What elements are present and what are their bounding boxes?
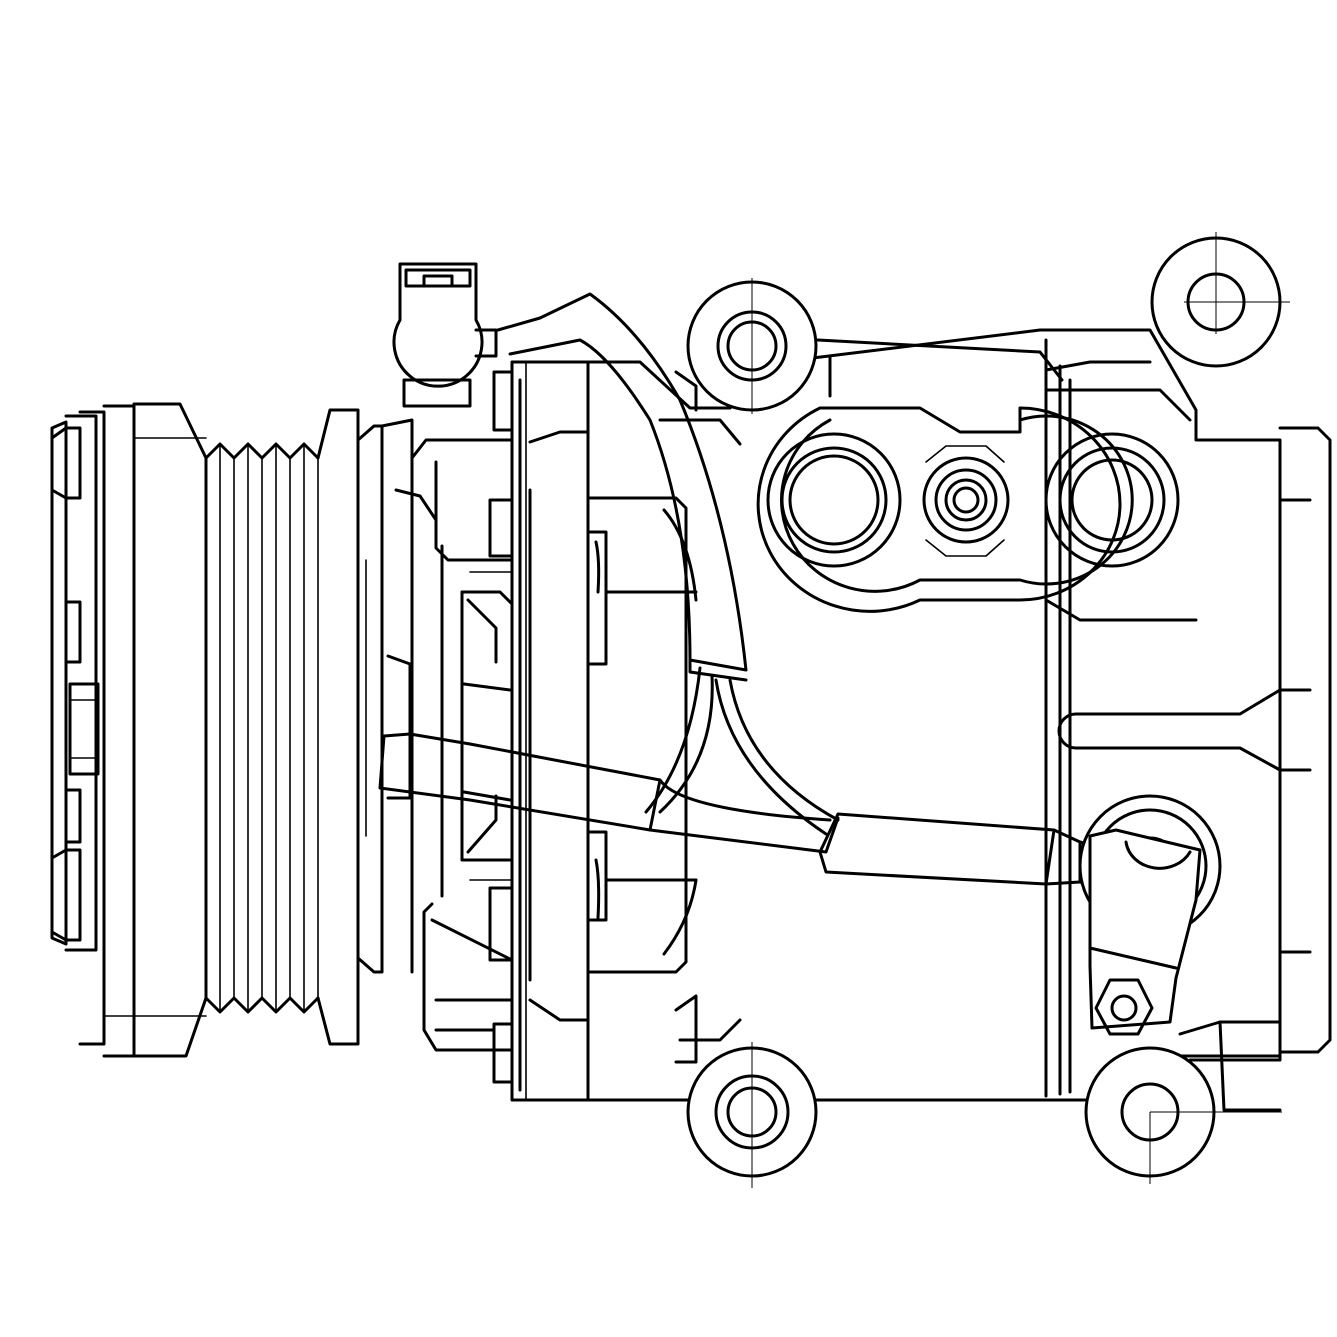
mount-ear-bottom-left xyxy=(686,1042,818,1188)
mount-ear-bottom-right xyxy=(1084,1046,1282,1184)
clutch-pulley-assembly xyxy=(50,402,414,1058)
discharge-port-ring xyxy=(1044,432,1180,568)
suction-port-bore xyxy=(788,454,880,546)
housing-window-details xyxy=(469,370,698,1064)
front-housing xyxy=(386,370,514,1084)
service-port-manifold xyxy=(756,406,1180,613)
electrical-connector xyxy=(392,262,498,408)
mount-ear-top-left xyxy=(686,278,818,414)
wire-harness xyxy=(378,292,1222,1036)
pulley-grooves xyxy=(204,442,320,1014)
suction-port-ring xyxy=(766,432,902,568)
discharge-port-bore xyxy=(1070,458,1154,542)
mount-ear-top-right xyxy=(1150,232,1290,368)
service-valve xyxy=(944,478,988,522)
